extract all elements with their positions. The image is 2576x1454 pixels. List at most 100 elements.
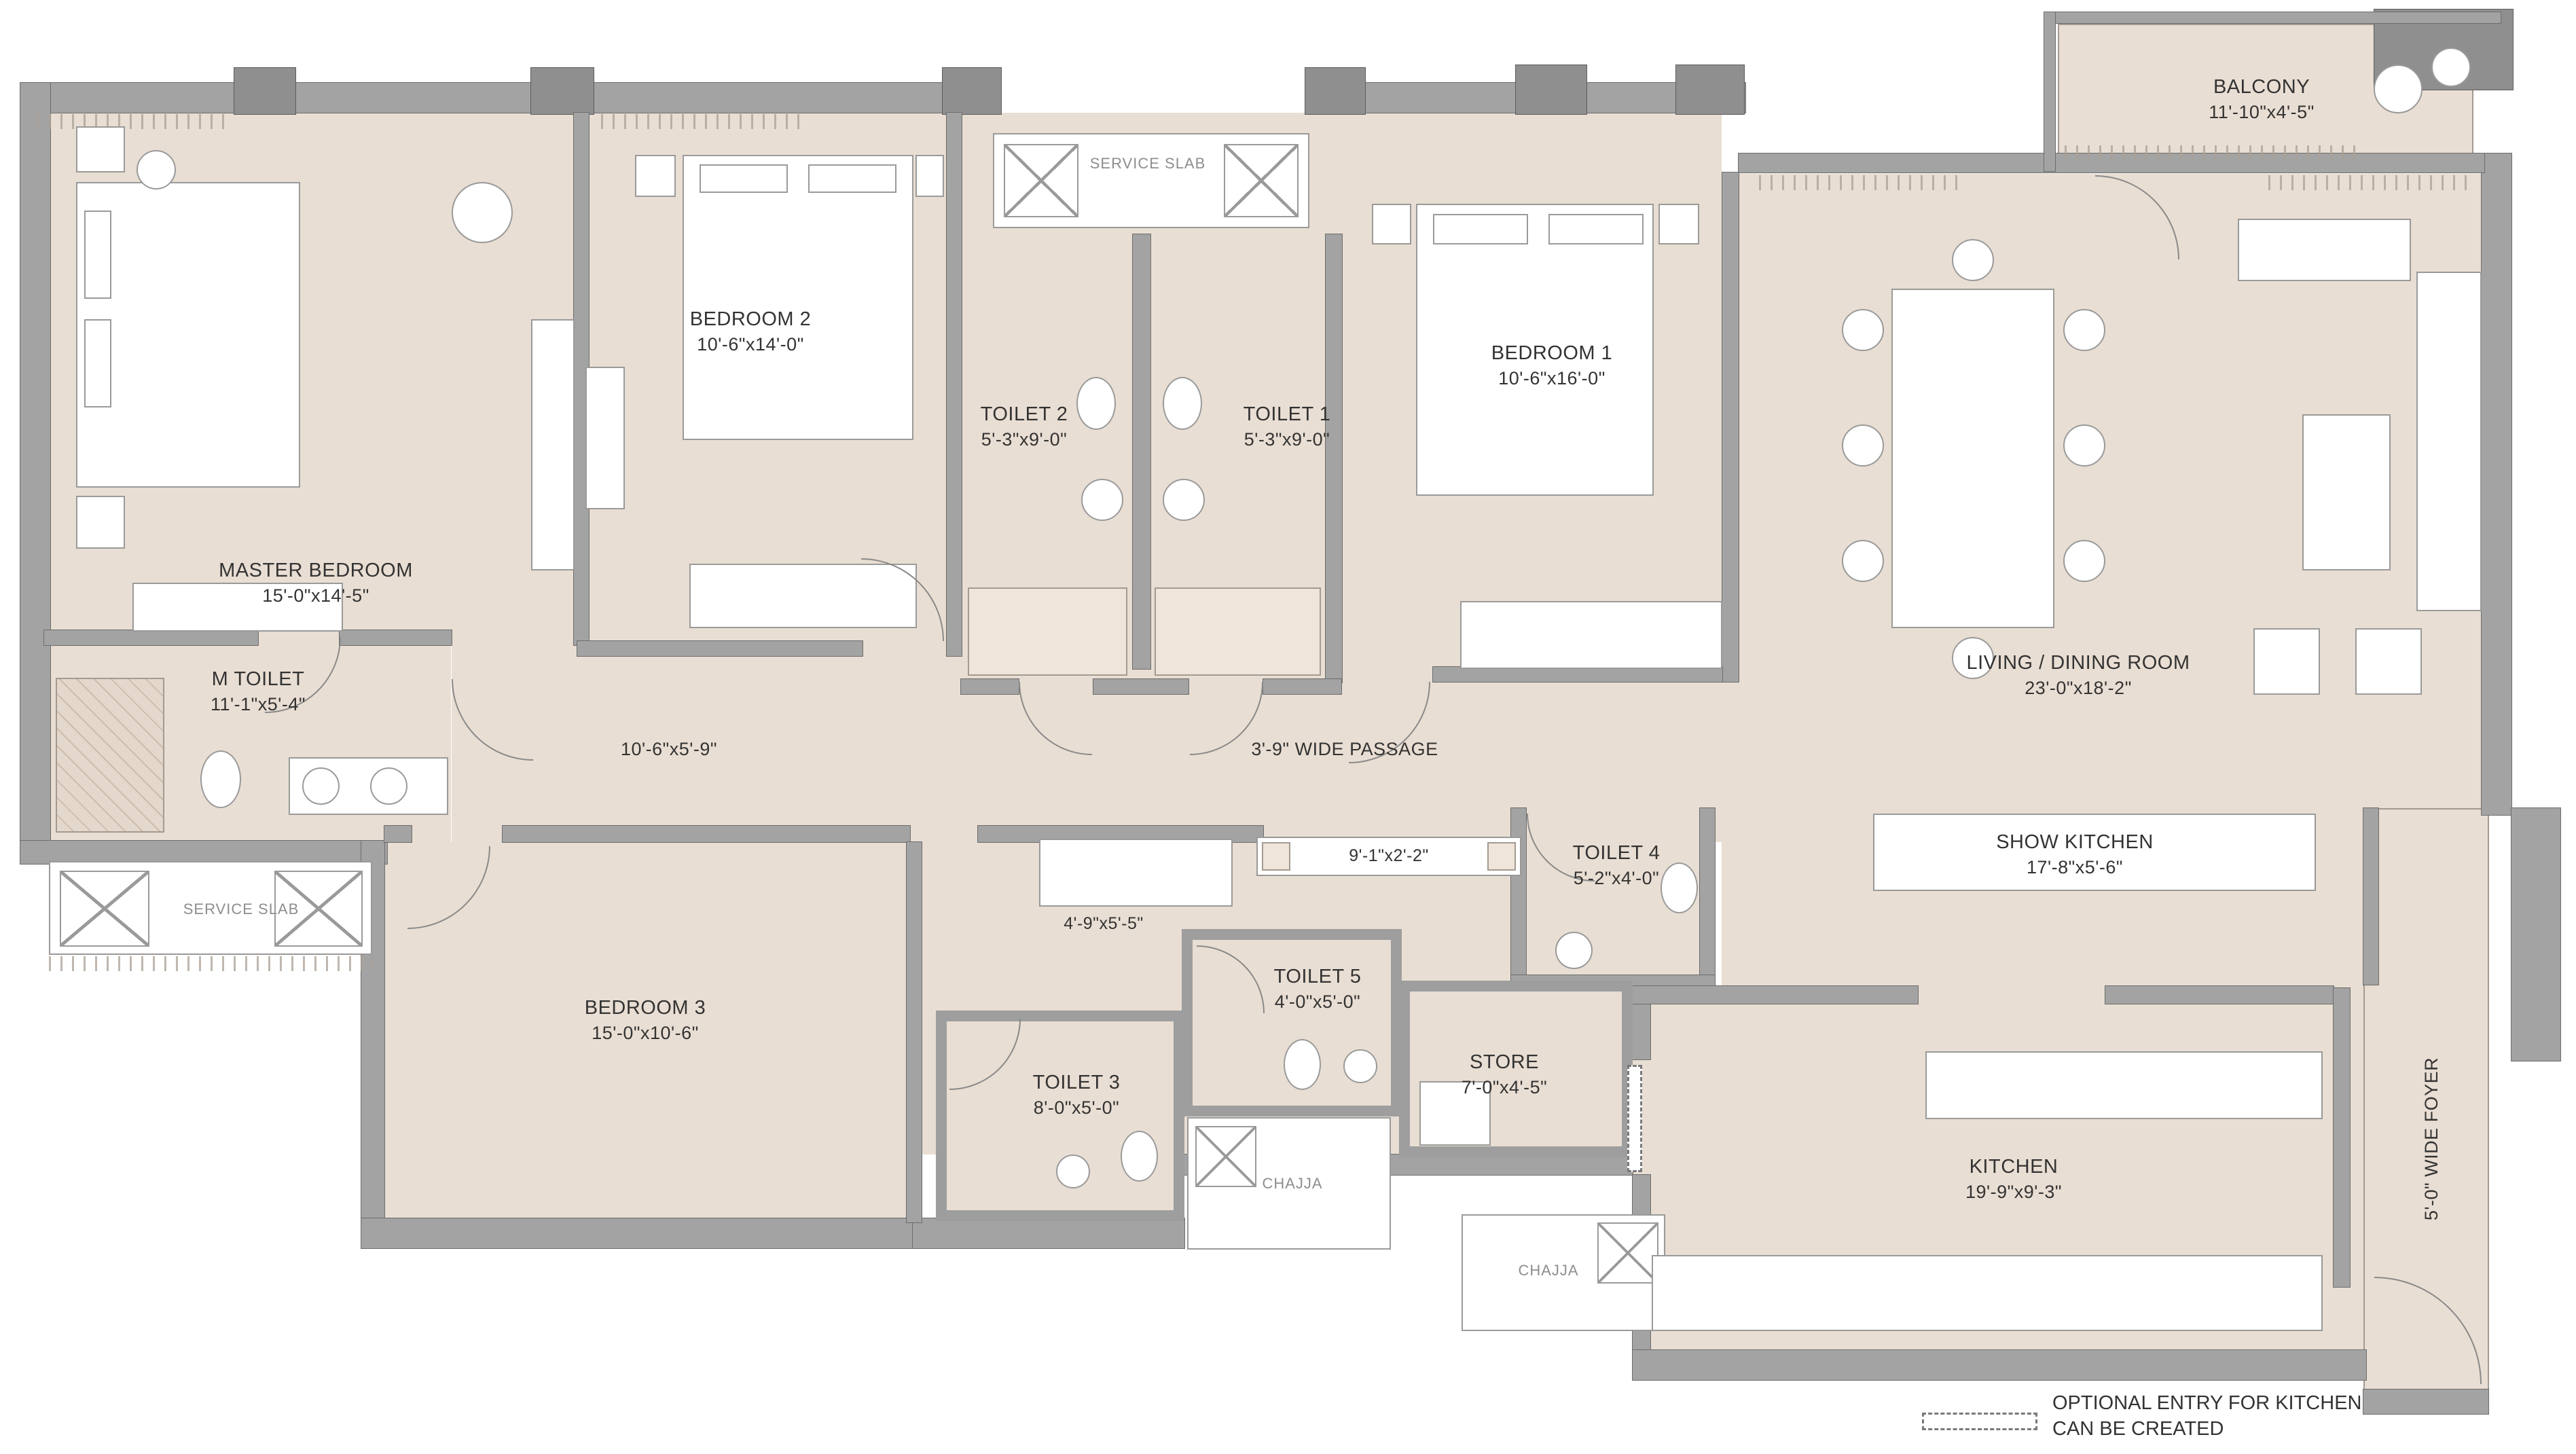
foyer-label: 5'-0" WIDE FOYER: [2421, 1057, 2442, 1221]
legend-line-1: OPTIONAL ENTRY FOR KITCHEN: [2052, 1392, 2362, 1414]
room-dims: 5'-3"x9'-0": [981, 429, 1068, 450]
passage-cabinet: [1256, 837, 1521, 876]
kitchen-label: KITCHEN 19'-9"x9'-3": [1878, 1155, 2149, 1204]
wall-living-kitchen-b: [2105, 985, 2334, 1004]
room-name: TOILET 3: [1032, 1072, 1121, 1093]
wall-mtoilet-divider-b: [339, 630, 452, 646]
toilet3-label: TOILET 3 8'-0"x5'-0": [1002, 1070, 1151, 1120]
nightstand: [1372, 204, 1411, 244]
wall-bedroom2-right: [946, 112, 962, 657]
sink: [1555, 932, 1593, 969]
wall-toilets-bottom-b: [1093, 678, 1189, 695]
wall-passage-south-b: [502, 825, 911, 843]
wall-toilet1-right: [1325, 234, 1343, 683]
shower-area: [1155, 587, 1321, 676]
passage-left-dim: 10'-6"x5'-9": [620, 739, 718, 759]
sofa: [2416, 272, 2482, 611]
toilet5-label: TOILET 5 4'-0"x5'-0": [1243, 964, 1392, 1014]
store-label: STORE 7'-0"x4'-5": [1436, 1050, 1572, 1099]
dining-chair: [2063, 309, 2105, 351]
kitchen-counter-top: [1925, 1051, 2323, 1119]
pillow: [1433, 214, 1528, 244]
wall-pier: [1515, 65, 1587, 115]
sink: [1163, 479, 1205, 521]
lobby-dim: 4'-9"x5'-5": [1064, 914, 1144, 933]
sink: [302, 767, 340, 805]
room-name: MASTER BEDROOM: [219, 560, 413, 581]
desk: [585, 367, 625, 509]
service-slab-top-xbox-left: [1004, 144, 1078, 217]
kitchen-counter-bottom: [1652, 1255, 2323, 1331]
toilet2-label: TOILET 2 5'-3"x9'-0": [949, 402, 1099, 452]
room-dims: 5'-3"x9'-0": [1244, 429, 1330, 450]
chajja-top-label: CHAJJA: [1262, 1175, 1323, 1192]
legend-symbol: [1922, 1413, 2037, 1430]
room-name: LIVING / DINING ROOM: [1966, 652, 2190, 674]
living-dining-label: LIVING / DINING ROOM 23'-0"x18'-2": [1908, 651, 2248, 700]
optional-entry-marker: [1627, 1065, 1642, 1172]
room-dims: 17'-8"x5'-6": [2026, 856, 2124, 877]
master-bed: [76, 182, 300, 488]
wall-foyer-left: [2363, 807, 2379, 985]
m-toilet-label: M TOILET 11'-1"x5'-4": [156, 667, 360, 716]
service-slab-left-xbox-b: [274, 871, 363, 947]
room-dims: 15'-0"x14'-5": [262, 585, 369, 606]
wall-kitchen-right: [2333, 987, 2351, 1288]
room-dims: 23'-0"x18'-2": [2025, 677, 2132, 698]
pillow: [700, 164, 788, 193]
wall-pier: [942, 67, 1002, 115]
room-name: TOILET 2: [980, 403, 1068, 425]
sink: [370, 767, 407, 805]
wardrobe: [531, 319, 575, 570]
wall-mtoilet-bottom: [20, 840, 388, 865]
sink: [1081, 479, 1123, 521]
wall-right: [2481, 153, 2512, 816]
dresser: [132, 583, 343, 632]
show-kitchen-label: SHOW KITCHEN 17'-8"x5'-6": [1939, 830, 2211, 879]
room-dims: 8'-0"x5'-0": [1033, 1097, 1120, 1118]
room-name: KITCHEN: [1969, 1156, 2058, 1178]
wall-foyer-right: [2511, 807, 2561, 1061]
wall-toilet4-left: [1510, 807, 1527, 992]
bedroom1-label: BEDROOM 1 10'-6"x16'-0": [1416, 341, 1688, 390]
room-dims: 10'-6"x14'-0": [697, 333, 804, 355]
room-dims: 11'-10"x4'-5": [2209, 101, 2315, 122]
nightstand: [635, 155, 676, 197]
room-dims: 11'-1"x5'-4": [210, 693, 306, 714]
room-name: TOILET 5: [1273, 966, 1362, 987]
room-dims: 5'-2"x4'-0": [1573, 867, 1660, 888]
wall-master-bedroom2: [573, 112, 589, 646]
wall-pier: [234, 67, 296, 115]
shower-area: [56, 678, 164, 833]
wall-kitchen-bottom: [1632, 1349, 2367, 1381]
dining-chair: [1952, 637, 1994, 679]
wall-toilet-divider: [1132, 234, 1151, 670]
service-slab-left-label: SERVICE SLAB: [183, 901, 300, 917]
show-kitchen-counter: [1873, 814, 2316, 891]
balcony-chair: [2431, 48, 2471, 87]
toilet-wc: [1163, 377, 1202, 430]
sink: [1343, 1049, 1377, 1083]
passage-label: 3'-9" WIDE PASSAGE: [1251, 739, 1438, 759]
wall-toilet3-bottom: [912, 1218, 1185, 1249]
toilet-wc: [200, 750, 241, 808]
nightstand: [915, 155, 944, 197]
room-dims: 7'-0"x4'-5": [1461, 1076, 1548, 1097]
dining-table: [1891, 289, 2054, 628]
toilet1-label: TOILET 1 5'-3"x9'-0": [1212, 402, 1362, 452]
dining-chair: [2063, 424, 2105, 467]
sink: [1056, 1155, 1090, 1188]
room-name: STORE: [1470, 1051, 1539, 1073]
bedroom3-label: BEDROOM 3 15'-0"x10'-6": [509, 996, 781, 1045]
toilet-wc: [1661, 862, 1698, 913]
wall-toilets-bottom-a: [960, 678, 1019, 695]
nightstand: [76, 126, 125, 172]
bedroom1-bed: [1416, 204, 1654, 496]
balcony-wall-left: [2044, 12, 2056, 172]
wall-pier: [1305, 67, 1366, 115]
hatch-strip: [601, 114, 805, 129]
cabinet-end: [1487, 842, 1516, 871]
master-bedroom-label: MASTER BEDROOM 15'-0"x14'-5": [180, 558, 452, 608]
chajja-bottom-xbox: [1597, 1222, 1658, 1284]
room-name: BEDROOM 2: [689, 308, 812, 330]
